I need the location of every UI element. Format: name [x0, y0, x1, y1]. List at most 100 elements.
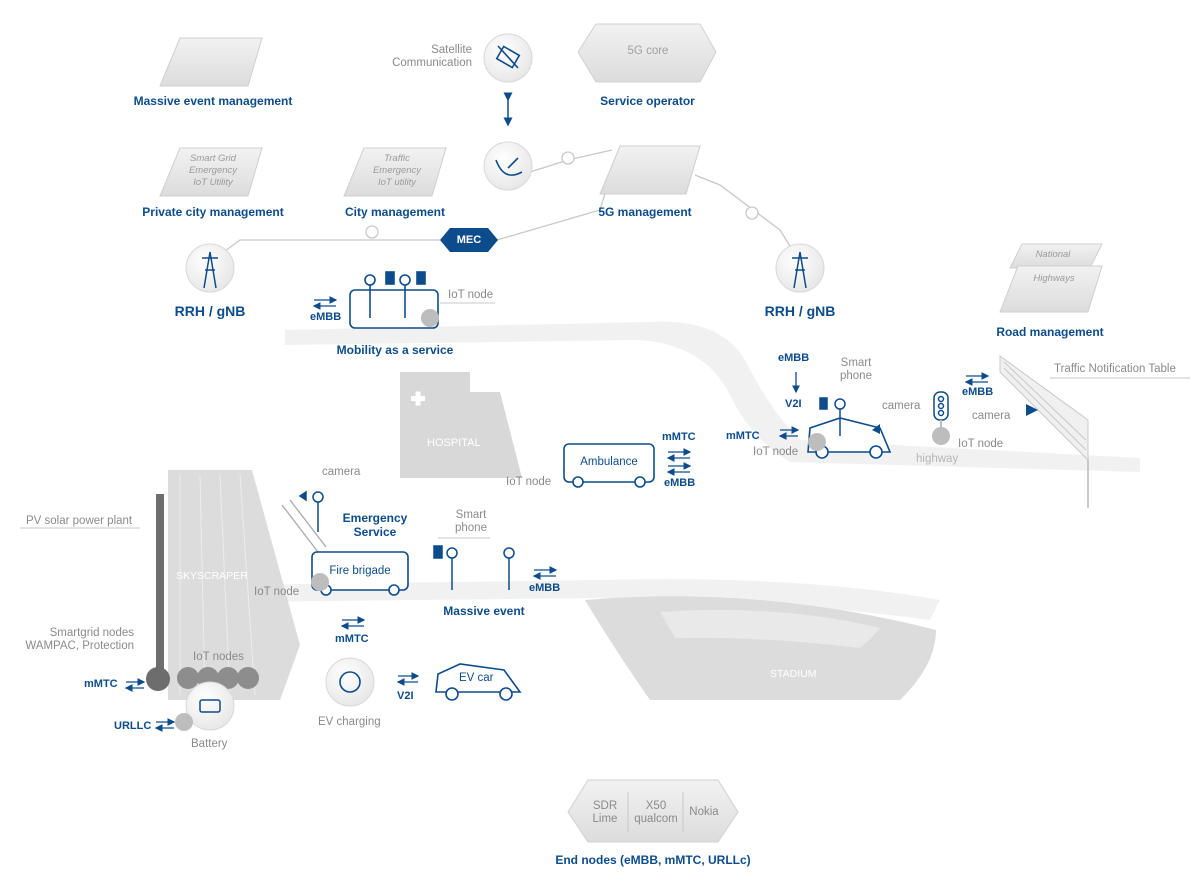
ambulance-arrows [666, 448, 692, 476]
smartgrid-label: Smartgrid nodes WAMPAC, Protection [25, 627, 134, 652]
ambulance-mmtc-label: mMTC [662, 431, 696, 443]
fire-iot-node [311, 573, 329, 591]
ambulance [563, 443, 655, 488]
fire-iot-node-label: IoT node [254, 586, 300, 598]
ev-charging-label: EV charging [318, 716, 381, 728]
smartgrid-node [146, 667, 170, 691]
road-lower [240, 579, 940, 620]
rrh-right-label: RRH / gNB [764, 303, 836, 319]
end-nodes-label: End nodes (eMBB, mMTC, URLLc) [555, 853, 751, 867]
ev-mmtc-label: mMTC [335, 633, 369, 645]
ambulance-embb-label: eMBB [664, 477, 696, 489]
battery-node [175, 713, 193, 731]
massive-event-management-label: Massive event management [133, 94, 293, 108]
ev-charging-orb [325, 657, 375, 707]
pv-panel [156, 494, 164, 682]
mec-label: MEC [456, 234, 482, 246]
city-tags: Traffic Emergency IoT utility [352, 153, 442, 189]
tile-city [343, 147, 447, 197]
satellite-icon [495, 45, 521, 69]
hospital-cross [411, 391, 425, 406]
end-node-sdr: SDR Lime [592, 800, 618, 825]
car-camera [872, 424, 880, 434]
city-tag-3: IoT utility [377, 177, 416, 188]
car-v2i-label: V2I [785, 398, 802, 410]
iot-nodes-label: IoT nodes [193, 651, 244, 663]
mobility-iot-node-label: IoT node [448, 289, 494, 301]
iot-node-4 [237, 667, 259, 689]
skyscraper-lines [179, 474, 256, 696]
stadium-label: STADIUM [770, 668, 817, 680]
road-upper [285, 321, 1140, 472]
iot-node-3 [217, 667, 239, 689]
ev-car [435, 663, 522, 701]
mobility-as-a-service-label: Mobility as a service [336, 343, 454, 357]
private-city-tag-3: IoT Utility [193, 177, 233, 188]
mec-pill [440, 228, 498, 252]
ev-car-label: EV car [459, 672, 494, 684]
city-tag-1: Traffic [384, 153, 410, 164]
skyscraper [168, 470, 300, 700]
massive-event-label: Massive event [443, 604, 525, 618]
private-city-tag-2: Emergency [188, 165, 238, 176]
traffic-table [999, 355, 1089, 508]
ladder [281, 499, 327, 553]
city-tag-2: Emergency [372, 165, 422, 176]
car-iot-node [808, 433, 826, 451]
dish-icon [495, 157, 523, 176]
end-node-nokia: Nokia [689, 806, 719, 818]
mobility-bus [349, 271, 439, 329]
dish-orb [483, 141, 533, 191]
hospital-iot-node-label: IoT node [506, 476, 552, 488]
highway-label: highway [916, 453, 959, 465]
fire-brigade-label: Fire brigade [329, 565, 391, 577]
hospital-label: HOSPITAL [427, 437, 481, 449]
emergency-camera-label: camera [322, 466, 361, 478]
car-arrows [778, 372, 800, 440]
private-city-management-label: Private city management [142, 205, 284, 219]
ambulance-label: Ambulance [580, 456, 638, 468]
event-smart-phone-label: Smart phone [455, 509, 487, 534]
light-embb-arrows [964, 372, 990, 386]
private-city-tag-1: Smart Grid [190, 153, 236, 164]
service-operator-label: Service operator [600, 94, 695, 108]
table-camera [1026, 404, 1038, 416]
tile-massive-event [159, 37, 263, 87]
car-mmtc-label: mMTC [726, 430, 760, 442]
tile-5g-management [599, 145, 701, 195]
traffic-notification-table-label: Traffic Notification Table [1054, 363, 1176, 375]
road-tag-2: Highways [1033, 273, 1075, 284]
driver [819, 397, 846, 436]
traffic-light [933, 391, 949, 421]
pv-solar-label: PV solar power plant [26, 515, 133, 527]
car-camera-label: camera [882, 400, 921, 412]
private-city-tags: Smart Grid Emergency IoT Utility [168, 153, 258, 189]
tower-icon-right [792, 251, 808, 289]
end-node-x50: X50 qualcom [634, 800, 678, 825]
rrh-right-orb [775, 243, 825, 293]
mobility-embb-label: eMBB [310, 311, 342, 323]
skyscraper-label: SKYSCRAPER [176, 570, 248, 582]
tile-road-b [999, 265, 1103, 313]
core-hexagon [577, 23, 717, 83]
tower-icon-left [202, 251, 218, 289]
event-people [433, 545, 515, 590]
ev-v2i-label: V2I [397, 690, 414, 702]
rrh-left-orb [185, 243, 235, 293]
iot-node-1 [177, 667, 199, 689]
car-embb-label: eMBB [778, 352, 810, 364]
road-tag-1: National [1035, 249, 1071, 260]
battery-orb [185, 681, 235, 731]
event-arrows [340, 566, 558, 686]
light-iot-node-label: IoT node [958, 438, 1004, 450]
car-iot-node-label: IoT node [753, 446, 799, 458]
5g-core-label: 5G core [627, 45, 669, 57]
ev-plug-icon [339, 671, 361, 693]
mobility-embb-arrows [312, 296, 338, 310]
light-embb-label: eMBB [962, 386, 994, 398]
rrh-left-label: RRH / gNB [174, 303, 246, 319]
grid-arrows [124, 678, 176, 732]
end-nodes-hexagon [567, 779, 739, 843]
